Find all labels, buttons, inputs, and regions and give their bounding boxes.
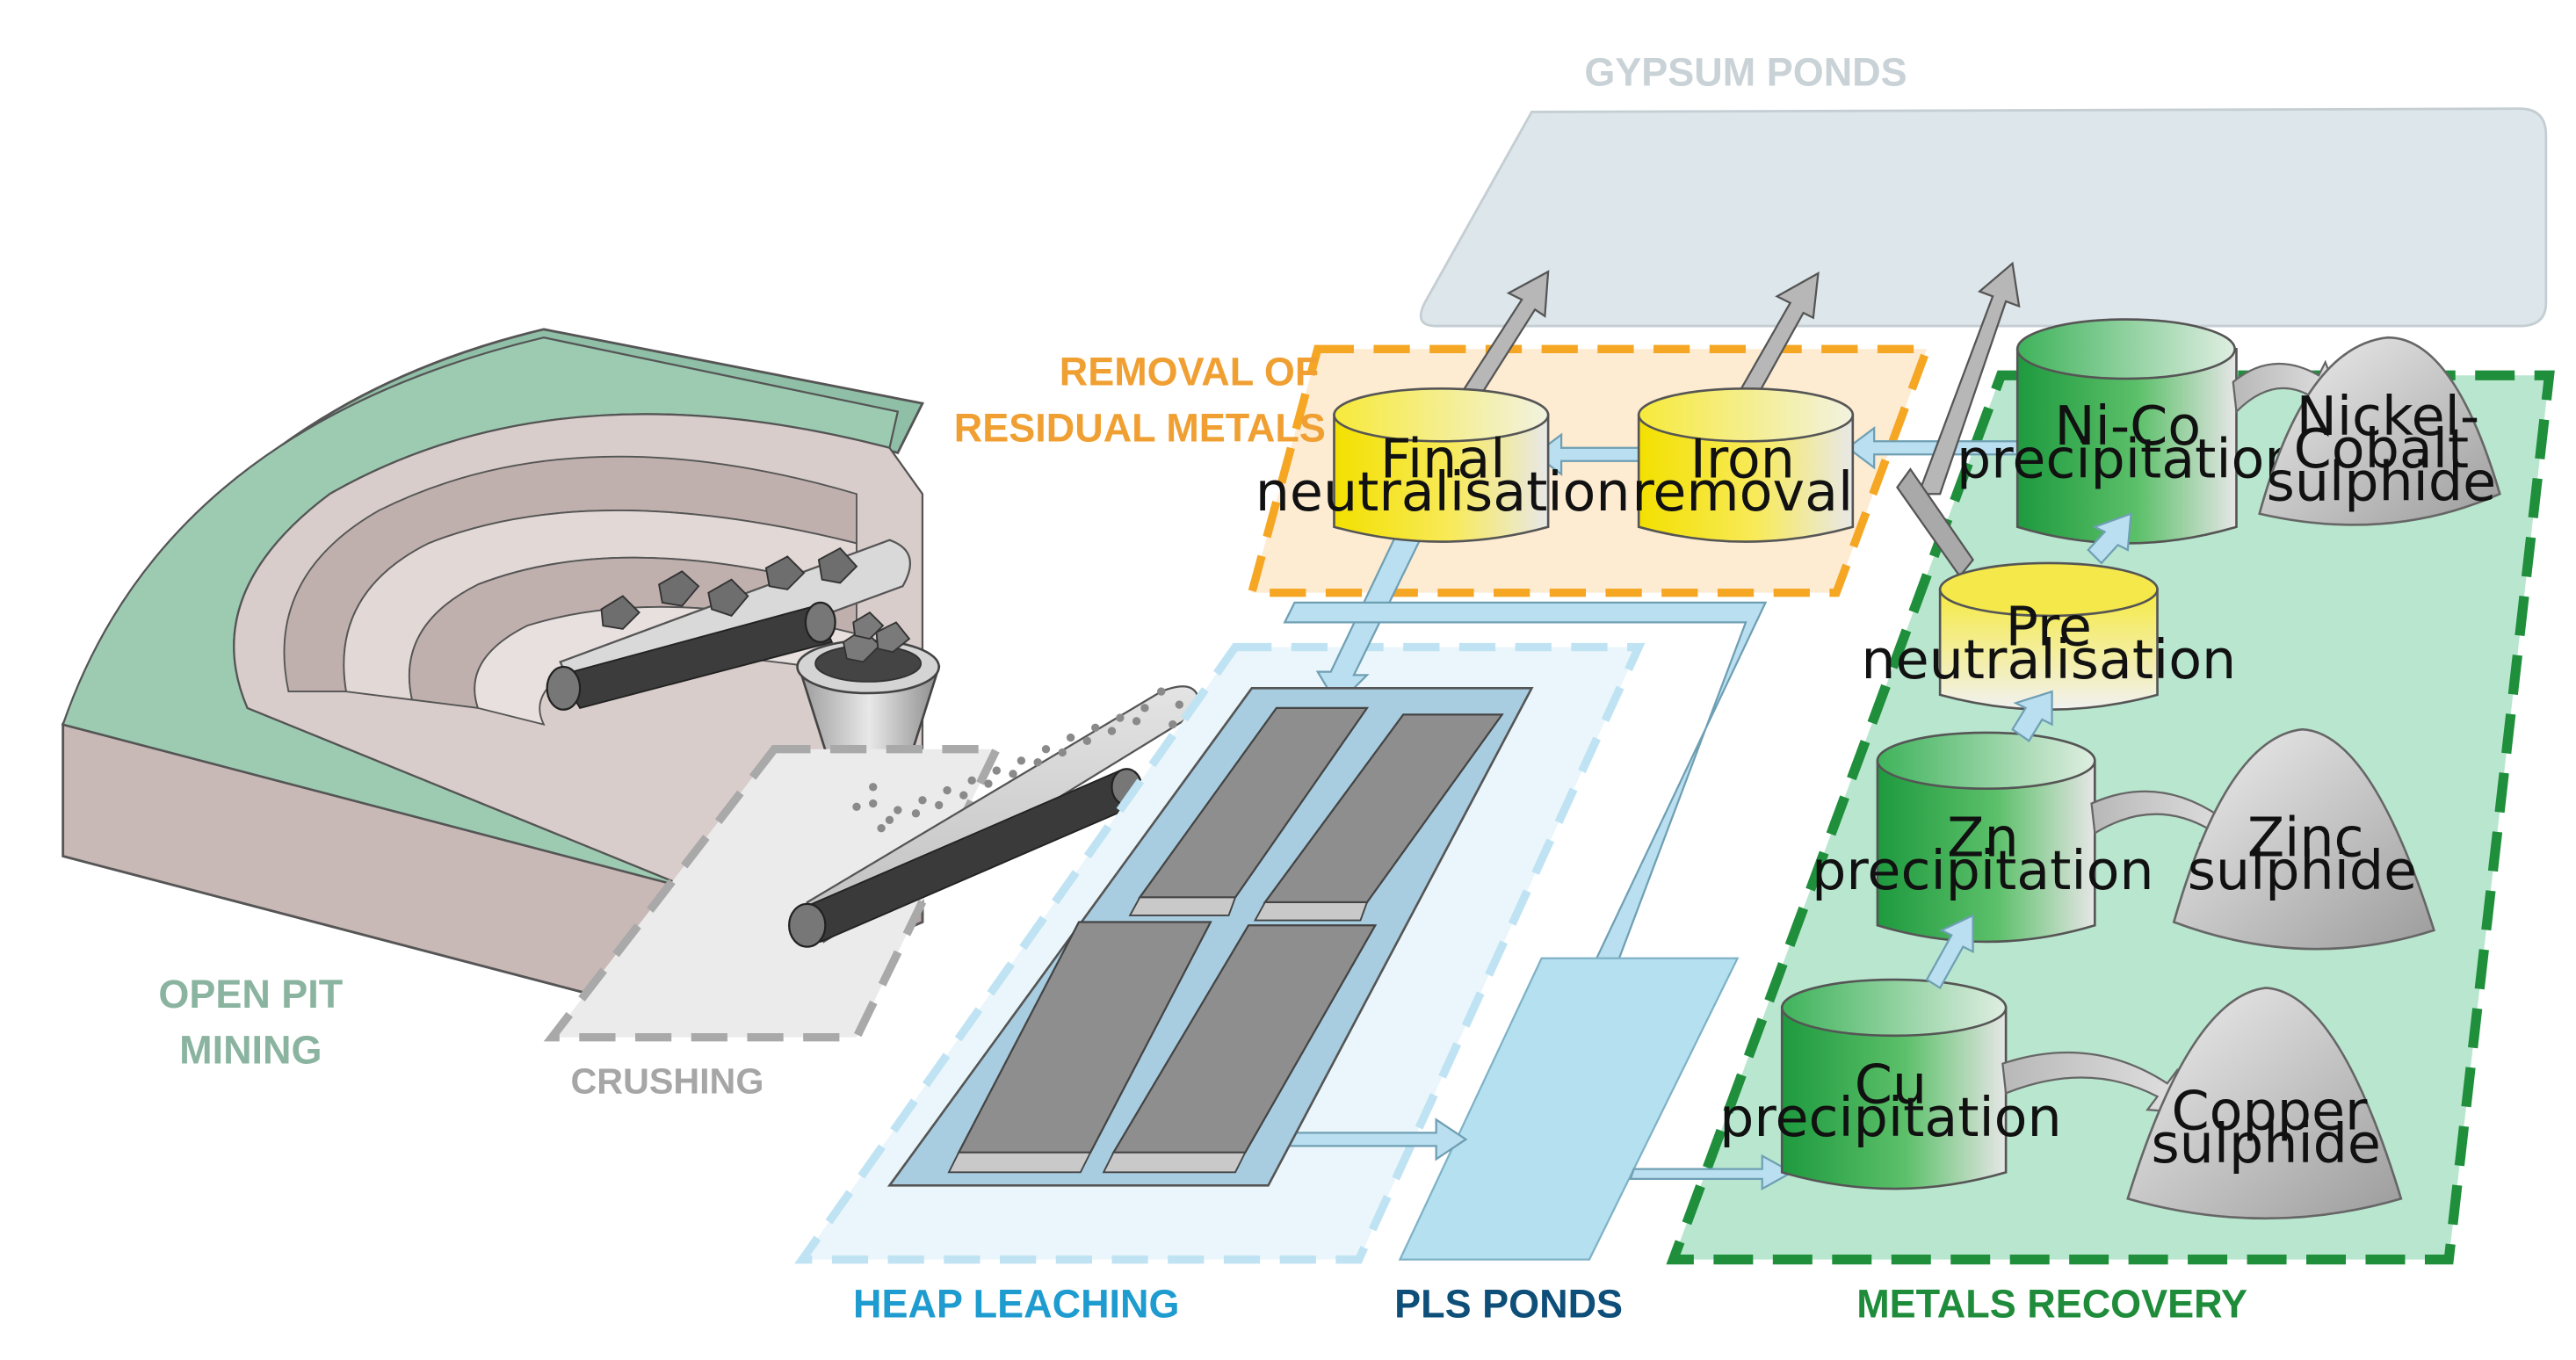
- tank-zn-line2: precipitation: [1812, 839, 2154, 902]
- tank-nico-line1: Ni-Co: [2054, 394, 2201, 458]
- tank-final-line1: Final: [1380, 427, 1506, 490]
- open-pit-label-line1: OPEN PIT: [158, 972, 343, 1016]
- removal-label-line1: REMOVAL OF: [1060, 350, 1320, 394]
- pile-nickel-line2: Cobalt: [2294, 417, 2470, 481]
- flow-pipes: [1247, 426, 2019, 1261]
- gypsum-ponds-label: GYPSUM PONDS: [1584, 49, 1907, 94]
- tank-zn-precipitation: Zn precipitation: [1812, 731, 2154, 944]
- metals-recovery-label: METALS RECOVERY: [1856, 1281, 2247, 1326]
- tank-iron-line2: removal: [1632, 460, 1853, 524]
- tank-pre-line2: neutralisation: [1861, 628, 2236, 691]
- tank-zn-line1: Zn: [1947, 807, 2019, 870]
- pile-nickel-line1: Nickel-: [2297, 385, 2480, 448]
- tank-cu-line1: Cu: [1855, 1053, 1927, 1117]
- tank-nico-precipitation: Ni-Co precipitation: [1957, 318, 2299, 545]
- pile-zinc: Zinc sulphide: [2172, 727, 2436, 951]
- gypsum-ponds: GYPSUM PONDS: [1419, 49, 2548, 328]
- pile-copper: Copper sulphide: [2126, 987, 2403, 1220]
- crushing-zone: CRUSHING: [543, 745, 1003, 1101]
- crusher: [796, 611, 941, 770]
- pile-zinc-line1: Zinc: [2247, 807, 2364, 870]
- tank-cu-precipitation: Cu precipitation: [1719, 978, 2062, 1190]
- pit-conveyor: [546, 539, 911, 711]
- recovery-flow-arrows: [1925, 512, 2132, 990]
- pile-copper-line2: sulphide: [2151, 1112, 2380, 1176]
- heap-pads: [886, 687, 1534, 1187]
- gypsum-arrows: [1454, 261, 2021, 578]
- tank-nico-line2: precipitation: [1957, 427, 2299, 490]
- heap-leaching-label: HEAP LEACHING: [853, 1281, 1179, 1326]
- pile-nickel-cobalt: Nickel- Cobalt sulphide: [2258, 336, 2501, 526]
- tank-iron-line1: Iron: [1690, 427, 1795, 490]
- tank-final-neutralisation: Final neutralisation: [1255, 387, 1631, 543]
- tank-final-line2: neutralisation: [1255, 460, 1631, 524]
- tank-iron-removal: Iron removal: [1632, 387, 1855, 543]
- pile-copper-line1: Copper: [2171, 1080, 2368, 1143]
- tank-cu-line2: precipitation: [1719, 1086, 2062, 1149]
- removal-label-line2: RESIDUAL METALS: [954, 405, 1326, 450]
- tank-pre-line1: Pre: [2006, 596, 2092, 659]
- pile-zinc-line2: sulphide: [2188, 839, 2417, 902]
- pile-nickel-line3: sulphide: [2267, 451, 2496, 514]
- crushing-label: CRUSHING: [571, 1060, 764, 1101]
- tank-pre-neutralisation: Pre neutralisation: [1861, 561, 2236, 712]
- pls-ponds-label: PLS PONDS: [1394, 1281, 1623, 1326]
- open-pit-label-line2: MINING: [179, 1028, 322, 1073]
